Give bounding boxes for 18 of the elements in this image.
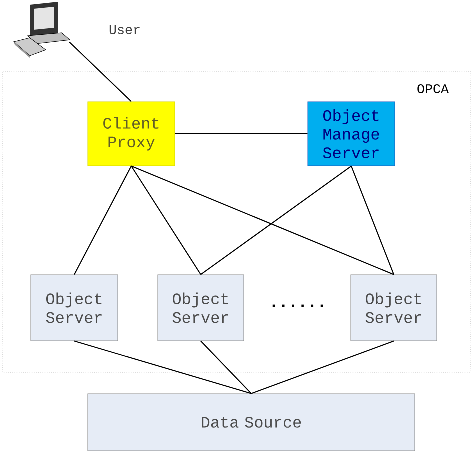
connector-line — [200, 166, 352, 276]
caption-text: User — [110, 26, 140, 34]
connector-line — [131, 166, 394, 276]
connector-line — [351, 166, 394, 275]
connector-line — [74, 340, 252, 394]
connector-line — [251, 340, 394, 394]
connector-line — [69, 42, 132, 102]
connector-line — [175, 133, 308, 135]
process-box: Client Proxy — [88, 102, 176, 166]
connector-line — [131, 166, 202, 276]
process-box: Object Server — [350, 274, 438, 342]
process-box: Object Manage Server — [308, 102, 396, 166]
connector-line — [200, 340, 252, 394]
connector-line — [74, 166, 132, 275]
process-box: Object Server — [158, 274, 244, 342]
process-box: Object Server — [30, 274, 118, 342]
ellipsis-text: ...... — [272, 304, 324, 308]
process-box: Data Source — [88, 394, 416, 452]
